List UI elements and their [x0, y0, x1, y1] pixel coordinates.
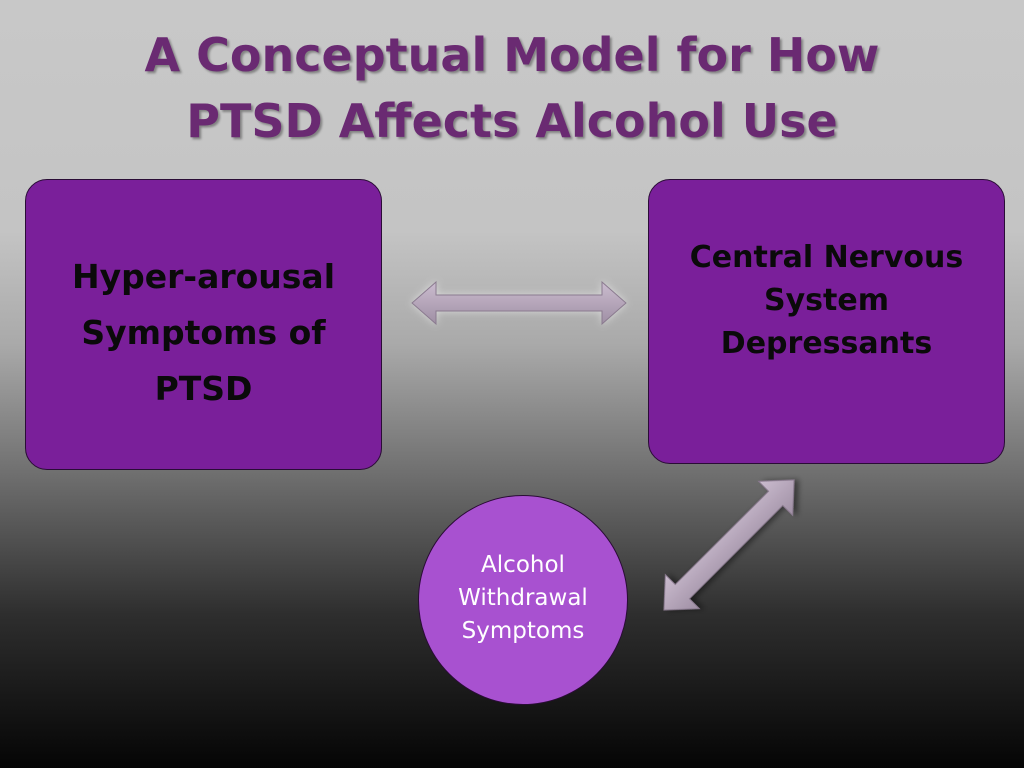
cns-line-1: Central Nervous [689, 240, 964, 275]
hyperarousal-line-1: Hyper-arousal [71, 257, 336, 296]
cns-line-2: System [764, 283, 889, 318]
double-arrow-diagonal [663, 479, 795, 611]
withdrawal-line-3: Symptoms [461, 618, 585, 644]
hyperarousal-box: Hyper-arousal Symptoms of PTSD [25, 179, 382, 470]
title-line-1: A Conceptual Model for How [144, 28, 880, 82]
withdrawal-line-2: Withdrawal [458, 585, 588, 611]
hyperarousal-line-3: PTSD [154, 369, 253, 408]
double-arrow-horizontal [411, 280, 627, 326]
title-line-2: PTSD Affects Alcohol Use [186, 94, 838, 148]
cns-depressants-box: Central Nervous System Depressants [648, 179, 1005, 464]
withdrawal-line-1: Alcohol [481, 552, 565, 578]
hyperarousal-line-2: Symptoms of [81, 313, 326, 352]
withdrawal-circle: Alcohol Withdrawal Symptoms [418, 495, 628, 705]
cns-line-3: Depressants [720, 326, 933, 361]
slide-title: A Conceptual Model for How PTSD Affects … [0, 22, 1024, 154]
